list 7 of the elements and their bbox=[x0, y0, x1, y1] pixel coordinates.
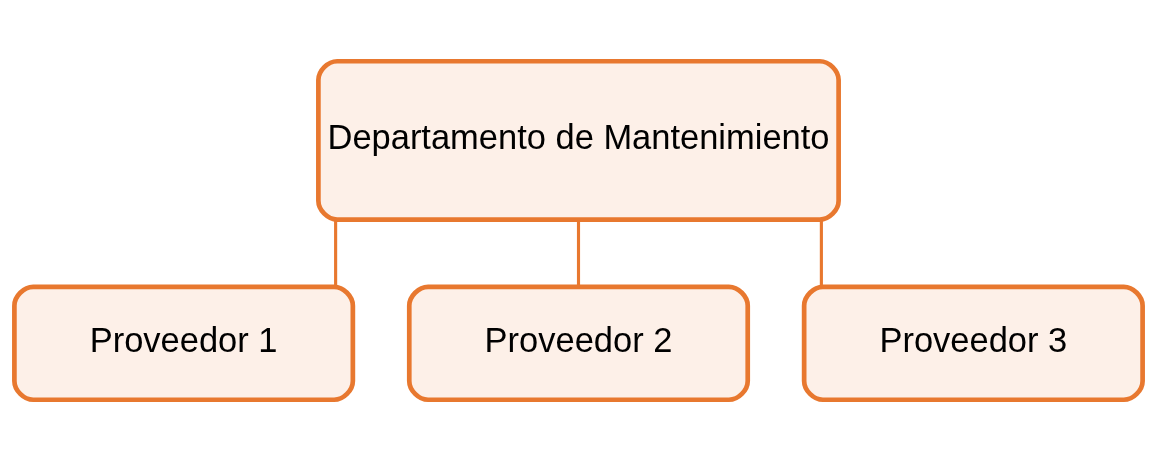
node-box: Proveedor 2 bbox=[406, 284, 751, 403]
node-box: Proveedor 3 bbox=[801, 284, 1145, 403]
node-box: Departamento de Mantenimiento bbox=[316, 58, 841, 222]
node-box: Proveedor 1 bbox=[12, 284, 356, 403]
connector bbox=[334, 220, 338, 287]
connector bbox=[819, 220, 823, 287]
connector bbox=[576, 220, 581, 287]
